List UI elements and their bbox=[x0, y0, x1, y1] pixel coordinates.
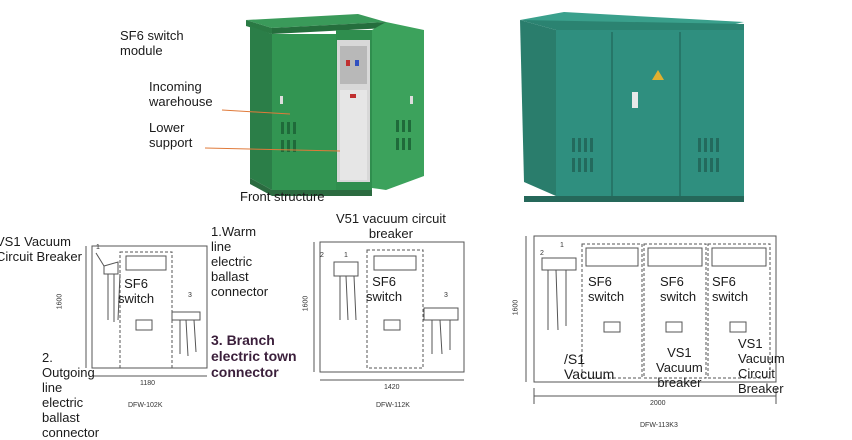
sf6-switch-label: SF6 switch bbox=[118, 276, 155, 306]
sf6-switch-label-mid: SF6 switch bbox=[366, 274, 403, 304]
front-structure-label: Front structure bbox=[240, 189, 325, 204]
height-dim-right: 1600 bbox=[512, 299, 520, 316]
vs1-vacuum-b: VS1 Vacuum breaker bbox=[656, 345, 703, 390]
vs1-vacuum-a: /S1 Vacuum bbox=[564, 351, 615, 382]
v51-breaker-title: V51 vacuum circuit breaker bbox=[336, 211, 446, 241]
height-dim-mid: 1600 bbox=[302, 295, 310, 312]
num-1-right: 1 bbox=[560, 242, 564, 249]
num-3-left: 3 bbox=[188, 292, 192, 299]
num-1-mid: 1 bbox=[344, 252, 348, 259]
vs1-breaker-label: VS1 Vacuum Circuit Breaker bbox=[0, 234, 82, 264]
num-2-mid: 2 bbox=[320, 252, 324, 259]
height-dim-left: 1600 bbox=[56, 293, 64, 310]
num-1-left: 1 bbox=[96, 244, 100, 251]
incoming-warehouse-label: Incoming warehouse bbox=[149, 79, 213, 109]
sf6-switch-label-r2: SF6 switch bbox=[660, 274, 697, 304]
model-mid: DFW-112K bbox=[376, 402, 410, 409]
outgoing-line-label: 2. Outgoing line electric ballast connec… bbox=[42, 350, 100, 440]
sf6-switch-label-r1: SF6 switch bbox=[588, 274, 625, 304]
width-dim-left: 1180 bbox=[140, 380, 156, 387]
sf6-module-label: SF6 switch module bbox=[120, 28, 184, 58]
sf6-switch-label-r3: SF6 switch bbox=[712, 274, 749, 304]
vs1-vacuum-c: VS1 Vacuum Circuit Breaker bbox=[738, 336, 785, 396]
branch-connector-label: 3. Branch electric town connector bbox=[211, 332, 297, 380]
model-right: DFW-113K3 bbox=[640, 422, 678, 429]
num-2-right: 2 bbox=[540, 250, 544, 257]
lower-support-label: Lower support bbox=[149, 120, 193, 150]
width-dim-right: 2000 bbox=[650, 400, 666, 407]
num-3-mid: 3 bbox=[444, 292, 448, 299]
width-dim-mid: 1420 bbox=[384, 384, 400, 391]
warm-line-label: 1.Warm line electric ballast connector bbox=[211, 224, 269, 299]
model-left: DFW-102K bbox=[128, 402, 163, 409]
